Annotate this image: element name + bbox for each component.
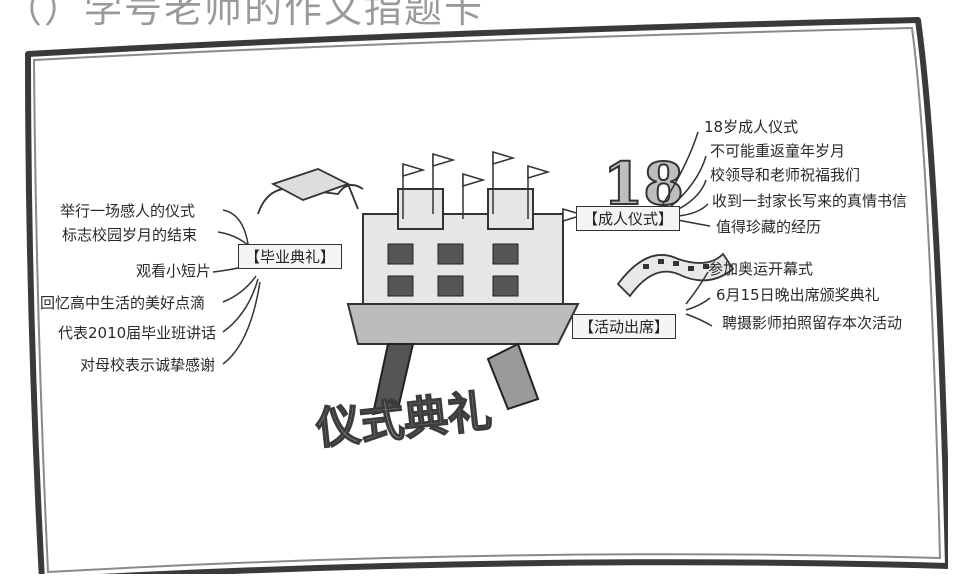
graduation-item-1: 举行一场感人的仪式: [60, 202, 196, 220]
graduation-item-6: 对母校表示诚挚感谢: [80, 356, 216, 374]
graduation-cap-icon: [257, 168, 364, 215]
tag-graduation: 【毕业典礼】: [238, 244, 343, 269]
film-strip-icon: [616, 252, 735, 298]
graduation-item-2: 标志校园岁月的结束: [62, 226, 198, 244]
mind-map-board: 18 仪式典礼: [25, 17, 948, 574]
activity-item-1: 参加奥运开幕式: [708, 260, 814, 278]
coming-of-age-item-4: 收到一封家长写来的真情书信: [712, 192, 908, 210]
graduation-item-5: 代表2010届毕业班讲话: [58, 324, 217, 342]
graduation-item-3: 观看小短片: [136, 262, 212, 280]
coming-of-age-item-5: 值得珍藏的经历: [716, 218, 822, 236]
header-text: （）学号老师的作文指题卡: [4, 0, 485, 31]
tag-activity: 【活动出席】: [572, 314, 677, 339]
activity-item-2: 6月15日晚出席颁奖典礼: [716, 286, 880, 304]
coming-of-age-item-2: 不可能重返童年岁月: [710, 142, 846, 160]
tag-coming-of-age: 【成人仪式】: [576, 206, 681, 231]
center-title-text: 仪式典礼: [313, 386, 494, 455]
graduation-item-4: 回忆高中生活的美好点滴: [40, 294, 206, 312]
castle-illustration: [346, 150, 586, 416]
coming-of-age-item-3: 校领导和老师祝福我们: [710, 166, 861, 184]
activity-item-3: 聘摄影师拍照留存本次活动: [722, 314, 903, 332]
coming-of-age-item-1: 18岁成人仪式: [704, 118, 799, 136]
